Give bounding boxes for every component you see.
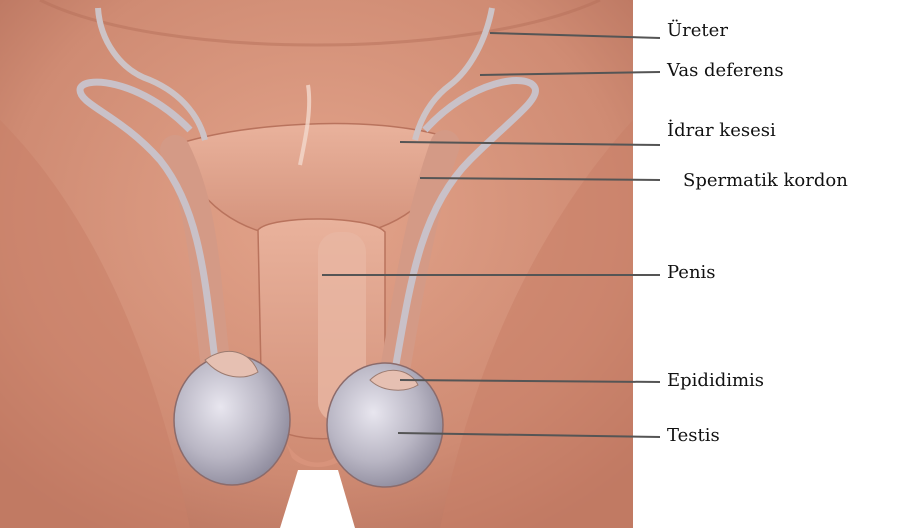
label-testis: Testis bbox=[667, 425, 720, 447]
label-spermatik-kordon: Spermatik kordon bbox=[683, 170, 848, 192]
label-penis: Penis bbox=[667, 262, 716, 284]
label-ureter: Üreter bbox=[667, 20, 728, 42]
label-epididimis: Epididimis bbox=[667, 370, 764, 392]
label-vas-deferens: Vas deferens bbox=[667, 60, 784, 82]
anatomy-illustration bbox=[0, 0, 633, 528]
label-idrar-kesesi: İdrar kesesi bbox=[667, 120, 776, 142]
